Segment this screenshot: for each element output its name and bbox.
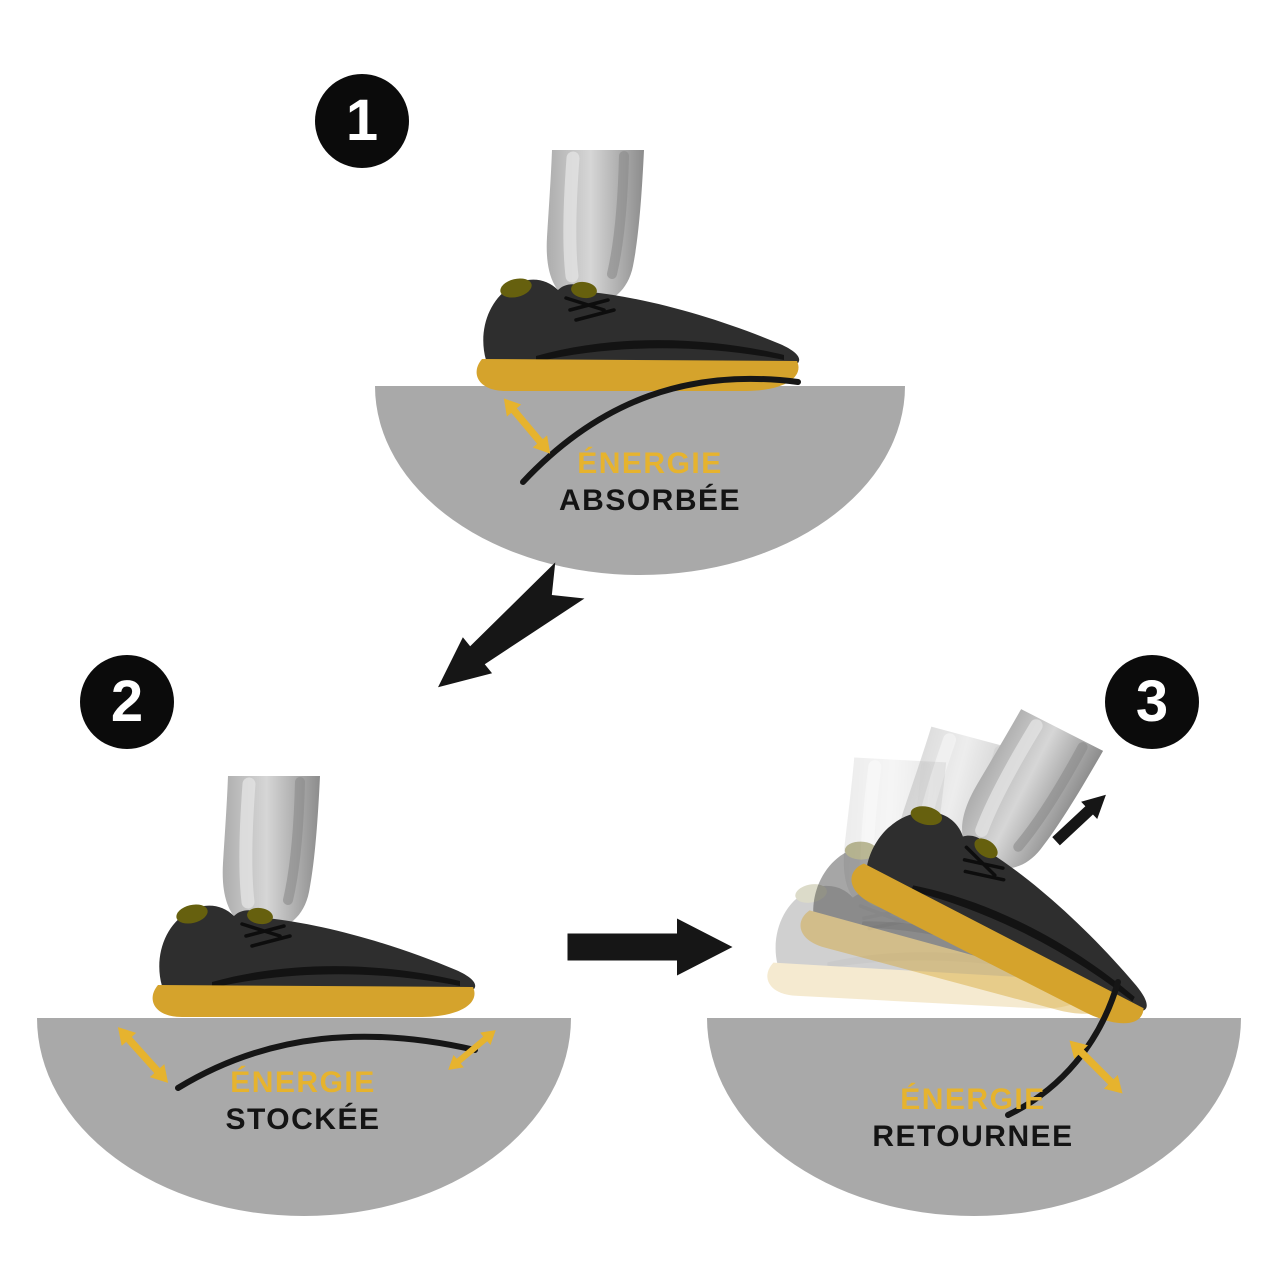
dome-step-3 — [707, 1018, 1241, 1216]
spring-arc-step-1 — [520, 375, 801, 485]
step-3-label: ÉNERGIE RETOURNEE — [753, 1083, 1193, 1154]
step-1-label-line2: ABSORBÉE — [558, 484, 742, 517]
shoe-illustration-step-2 — [153, 776, 476, 1017]
dome-step-2 — [37, 1018, 571, 1216]
step-2-label: ÉNERGIE STOCKÉE — [83, 1066, 523, 1137]
dome-step-1 — [375, 386, 905, 575]
step-3-label-line2: RETOURNEE — [872, 1120, 1074, 1153]
spring-arc-step-3 — [1005, 979, 1121, 1118]
step-2-badge: 2 — [80, 655, 174, 749]
flow-arrow-step2-step3 — [567, 918, 733, 976]
step-3-badge: 3 — [1105, 655, 1199, 749]
step-2-label-line2: STOCKÉE — [225, 1103, 381, 1136]
flow-arrow-step1-step2 — [423, 562, 585, 706]
step-2-label-line1: ÉNERGIE — [230, 1066, 376, 1099]
step-3-label-line1: ÉNERGIE — [900, 1083, 1046, 1116]
spring-arc-step-2 — [175, 1033, 478, 1091]
step-1-label-line1: ÉNERGIE — [577, 447, 723, 480]
step-1-badge: 1 — [315, 74, 409, 168]
shoe-illustration-step-1 — [477, 150, 800, 391]
step-1-label: ÉNERGIE ABSORBÉE — [430, 447, 870, 518]
